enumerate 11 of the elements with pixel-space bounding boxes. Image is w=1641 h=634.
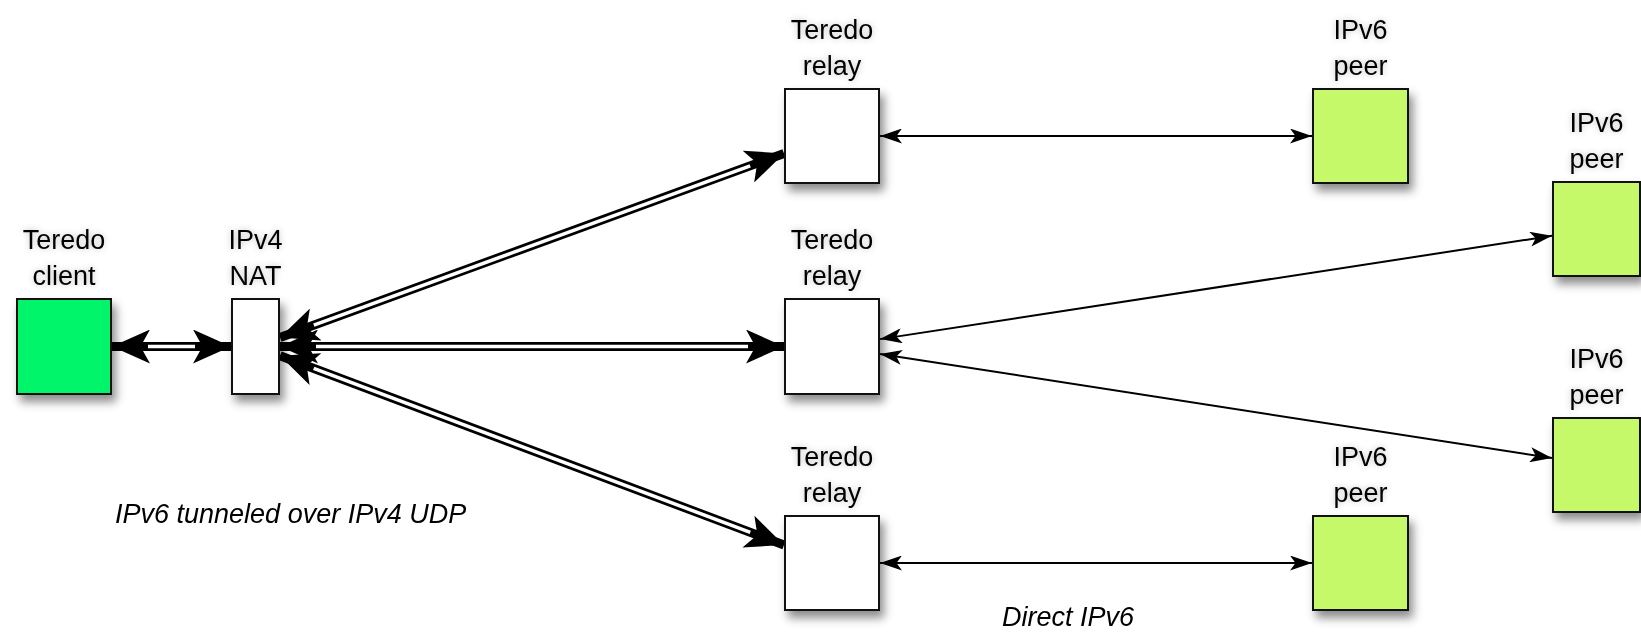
node-label: Teredo client (21, 224, 107, 293)
node-label: IPv6 peer (1332, 14, 1389, 83)
node-label: IPv6 peer (1568, 107, 1625, 176)
node-label: Teredo relay (789, 14, 875, 83)
node-label: Teredo relay (789, 441, 875, 510)
node-label: IPv6 peer (1568, 343, 1625, 412)
note-text: IPv6 tunneled over IPv4 UDP (115, 499, 467, 530)
node-label: Teredo relay (789, 224, 875, 293)
node-label: IPv6 peer (1332, 441, 1389, 510)
note-text: Direct IPv6 (1002, 602, 1135, 633)
node-label: IPv4 NAT (227, 224, 284, 293)
